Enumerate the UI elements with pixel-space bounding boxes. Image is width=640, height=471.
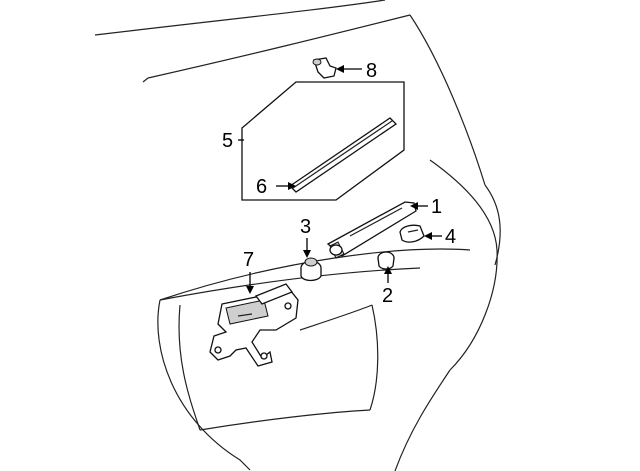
callout-leaders	[238, 65, 442, 294]
part-3-pivot-seal	[300, 257, 322, 282]
callout-3: 3	[300, 216, 311, 238]
callout-2: 2	[382, 285, 393, 307]
callout-8: 8	[366, 60, 377, 82]
part-8-washer-nozzle	[312, 57, 337, 79]
part-7-wiper-motor	[209, 283, 299, 367]
part-1-wiper-arm	[326, 201, 417, 259]
part-2-grommet	[377, 251, 395, 270]
vehicle-liftgate-outline	[94, 0, 501, 471]
callout-1: 1	[431, 196, 442, 218]
callout-labels: 1 2 3 4 5 6 7 8	[222, 60, 456, 307]
part-4-arm-cap	[399, 224, 425, 243]
part-6-wiper-blade-insert	[288, 117, 398, 193]
callout-6: 6	[256, 176, 267, 198]
callout-4: 4	[445, 226, 456, 248]
callout-7: 7	[243, 249, 254, 271]
part-5-wiper-blade-box	[241, 81, 405, 201]
callout-5: 5	[222, 130, 233, 152]
